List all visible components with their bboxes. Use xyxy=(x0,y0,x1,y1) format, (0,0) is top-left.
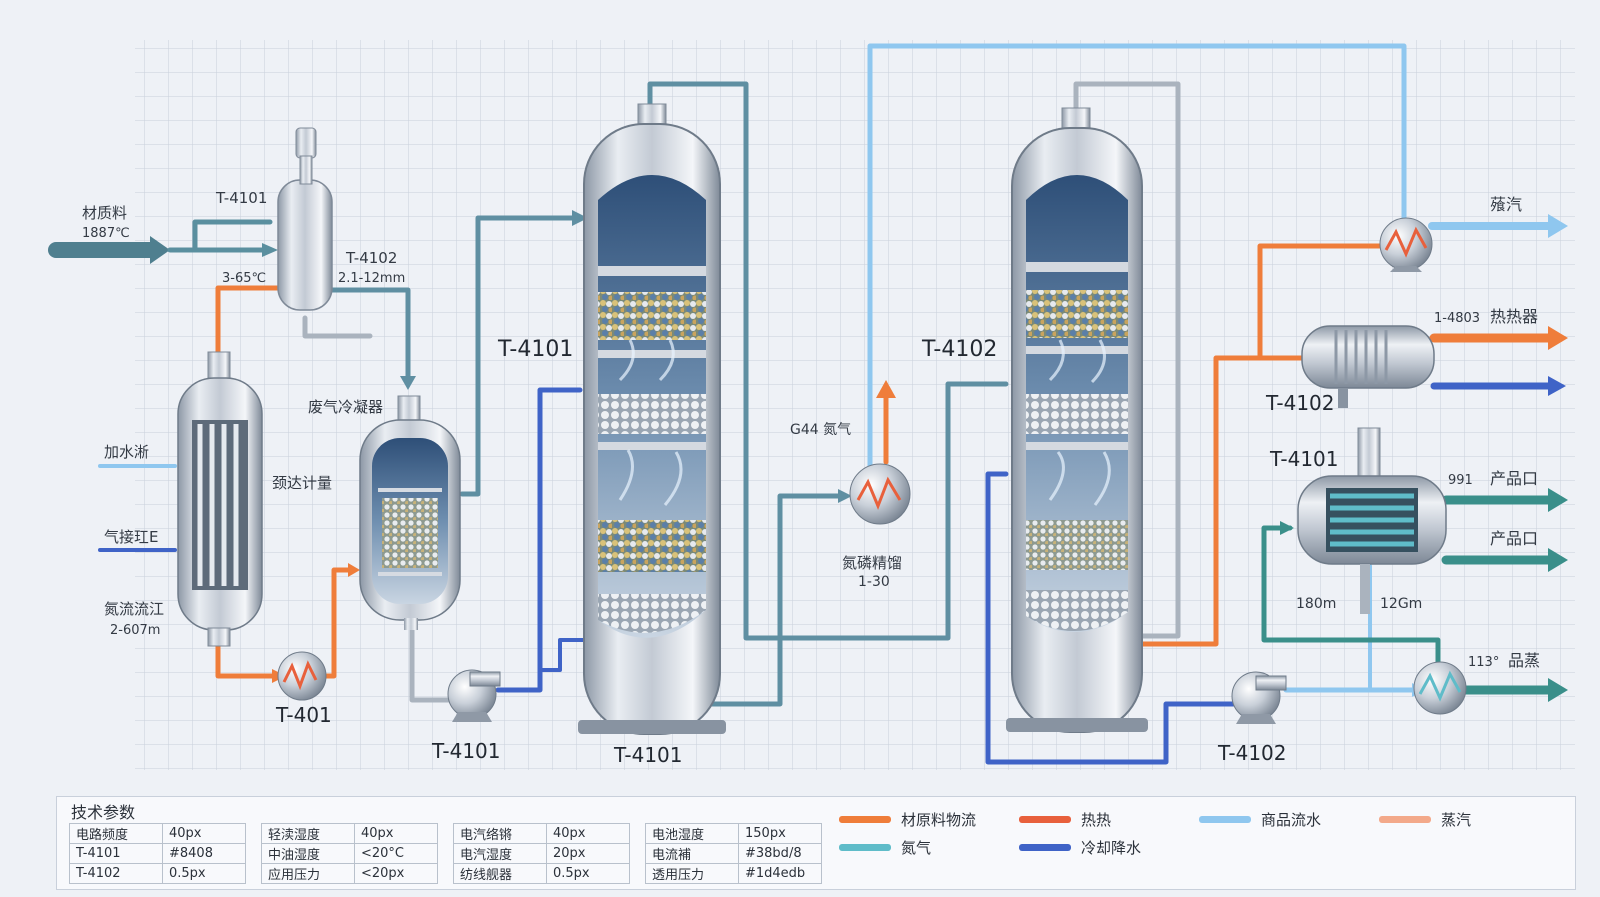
background-grid xyxy=(135,40,1575,770)
table-row: T-4101#8408 xyxy=(69,843,246,864)
product-outlet-1-label: 产品口 xyxy=(1490,469,1538,488)
rectify-range-label: 1-30 xyxy=(858,574,890,590)
product-steam-label: 品蒸 xyxy=(1508,651,1540,670)
legend-swatch xyxy=(1379,816,1431,823)
temp-113-label: 113° xyxy=(1468,655,1499,670)
t401-to-condenser-pipe xyxy=(321,567,355,679)
nitrogen-flow-length-label: 2-607m xyxy=(110,623,160,638)
pump-to-column1-pipe xyxy=(495,387,583,693)
temp-range-label: 3-65℃ xyxy=(222,271,266,286)
condenser-to-column1-pipe xyxy=(459,215,581,497)
table-row: 电流補#38bd/8 xyxy=(645,843,822,864)
condenser-to-pump-pipe xyxy=(409,621,453,703)
table-row: 中油湿度<20°C xyxy=(261,843,438,864)
feed-inlet-arrowhead xyxy=(150,236,170,264)
separator-to-condenser-pipe xyxy=(327,287,411,381)
metering-label: 颈达计量 xyxy=(272,474,332,492)
column2-overhead-pipe xyxy=(1073,81,1181,639)
column2-to-heater-pipe xyxy=(1137,355,1315,647)
legend-item-nitrogen: 氮气 xyxy=(839,837,931,858)
legend-swatch xyxy=(1019,844,1071,851)
legend-swatch xyxy=(1019,816,1071,823)
steam-heat-exchanger xyxy=(1379,217,1433,272)
length-180-label: 180m xyxy=(1296,596,1336,612)
g44-nitrogen-label: G44 氮气 xyxy=(790,422,851,438)
pump-t4101 xyxy=(447,669,501,722)
steam-header-pipe xyxy=(867,43,1407,473)
legend-item-feed: 材原料物流 xyxy=(839,809,976,830)
waste-condenser-label: 废气冷凝器 xyxy=(308,398,383,416)
length-12-label: 12Gm xyxy=(1380,596,1422,612)
separator-tag-label: T-4101 xyxy=(215,189,267,207)
legend-swatch xyxy=(839,844,891,851)
nitrogen-flow-label: 氮流流江 xyxy=(104,600,164,618)
legend-item-steam: 蒸汽 xyxy=(1379,809,1471,830)
steam-out-label: 蕵汽 xyxy=(1490,195,1522,214)
hx-code-label: 1-4803 xyxy=(1434,311,1480,326)
waste-gas-condenser-vessel xyxy=(359,395,461,630)
feed-temp-label: 1887℃ xyxy=(82,226,130,241)
water-in-label: 加水淅 xyxy=(104,443,149,461)
column1-to-rectifier-pipe xyxy=(707,493,849,707)
pump-t4102-tag: T-4102 xyxy=(1217,741,1287,765)
t4102-separator-label: T-4102 xyxy=(345,249,397,267)
pump-t4102 xyxy=(1231,671,1287,724)
legend-swatch xyxy=(1199,816,1251,823)
table-row: 透用压力#1d4edb xyxy=(645,863,822,884)
heater-to-steam-hx-pipe xyxy=(1257,243,1385,361)
feed-in-label: 材质料 xyxy=(82,204,127,222)
parameters-title: 技术参数 xyxy=(71,803,136,822)
hx-teal-loop-pipe xyxy=(1261,525,1441,673)
column2-tag: T-4102 xyxy=(921,337,997,362)
feed-bypass-pipe xyxy=(192,219,273,253)
separator-vessel xyxy=(277,127,333,311)
legend-item-cooling: 冷却降水 xyxy=(1019,837,1141,858)
pump-t4101-tag: T-4101 xyxy=(431,739,501,763)
hx-t4101-tag: T-4101 xyxy=(1269,447,1339,471)
outlet-991-label: 991 xyxy=(1448,473,1473,488)
heater-t4102-tag: T-4102 xyxy=(1265,391,1335,415)
distillation-column-1 xyxy=(578,103,726,735)
product-outlet-2-label: 产品口 xyxy=(1490,529,1538,548)
legend-item-product-water: 商品流水 xyxy=(1199,809,1321,830)
gas-in-label: 气接玒E xyxy=(104,528,158,546)
product-steam-exchanger xyxy=(1413,661,1467,715)
column1-tag: T-4101 xyxy=(497,337,573,362)
t4102-size-label: 2.1-12mm xyxy=(338,271,405,286)
feed-to-reactor-pipe xyxy=(215,285,281,358)
pipes xyxy=(48,43,1568,765)
heat-exchanger-t401 xyxy=(277,651,327,701)
heater-label: 热热器 xyxy=(1490,307,1538,326)
column1-overhead-pipe xyxy=(647,81,1009,641)
table-row: 应用压力<20px xyxy=(261,863,438,884)
column1-bottom-tag: T-4101 xyxy=(613,743,683,767)
heater-t4102 xyxy=(1301,325,1435,408)
distillation-column-2 xyxy=(1006,107,1148,733)
legend-item-heat: 热热 xyxy=(1019,809,1111,830)
t401-tag: T-401 xyxy=(275,703,332,727)
reactor-vessel xyxy=(177,351,263,647)
legend-swatch xyxy=(839,816,891,823)
rectify-label: 氮磷精馏 xyxy=(842,554,902,572)
column2-cooling-pipe xyxy=(985,471,1237,765)
separator-drain-pipe xyxy=(302,315,373,339)
rectifier-exchanger xyxy=(849,463,911,525)
heat-exchanger-t4101-right xyxy=(1297,427,1447,614)
